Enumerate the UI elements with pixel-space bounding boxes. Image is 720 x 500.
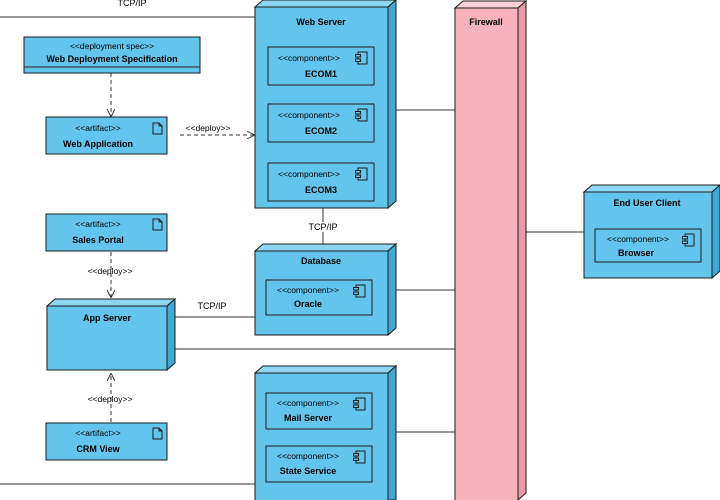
web-deployment-spec[interactable]: <<deployment spec>> Web Deployment Speci… <box>23 36 201 74</box>
component-stereotype: <<component>> <box>277 451 339 461</box>
end-user-client-title: End User Client <box>613 198 680 208</box>
component-name: ECOM3 <box>305 185 337 195</box>
artifact-name: Sales Portal <box>72 235 124 245</box>
app-server-title: App Server <box>83 313 132 323</box>
deploy-label-webapp: <<deploy>> <box>186 123 231 133</box>
component-ecom1[interactable]: <<component>> ECOM1 <box>267 46 375 86</box>
component-stereotype: <<component>> <box>278 53 340 63</box>
component-ecom3[interactable]: <<component>> ECOM3 <box>267 162 375 202</box>
mail-service-node[interactable]: <<component>> Mail Server <<component>> … <box>253 364 398 500</box>
component-stereotype: <<component>> <box>607 234 669 244</box>
web-server-node[interactable]: Web Server <<component>> ECOM1 <<compone… <box>253 0 397 210</box>
tcpip-label-app-db: TCP/IP <box>197 301 226 311</box>
deploy-label-crm-view: <<deploy>> <box>88 394 133 404</box>
component-ecom2[interactable]: <<component>> ECOM2 <box>267 103 375 143</box>
component-name: State Service <box>280 466 337 476</box>
dependency-arrows <box>111 73 254 422</box>
artifact-crm-view[interactable]: <<artifact>> CRM View <box>45 422 168 461</box>
artifact-stereotype: <<artifact>> <box>75 428 120 438</box>
database-title: Database <box>301 256 341 266</box>
firewall-title: Firewall <box>469 17 503 27</box>
component-name: Mail Server <box>284 413 333 423</box>
artifact-name: Web Application <box>63 139 133 149</box>
artifact-stereotype: <<artifact>> <box>75 123 120 133</box>
artifact-sales-portal[interactable]: <<artifact>> Sales Portal <box>45 213 168 252</box>
component-stereotype: <<component>> <box>277 285 339 295</box>
database-node[interactable]: Database <<component>> Oracle <box>253 242 398 337</box>
web-server-title: Web Server <box>296 17 346 27</box>
component-name: ECOM2 <box>305 126 337 136</box>
artifact-name: CRM View <box>76 444 120 454</box>
tcpip-label-web-db: TCP/IP <box>308 222 337 232</box>
connection-lines <box>0 16 584 485</box>
artifact-stereotype: <<artifact>> <box>75 219 120 229</box>
component-stereotype: <<component>> <box>278 110 340 120</box>
component-name: Browser <box>618 248 655 258</box>
artifact-web-application[interactable]: <<artifact>> Web Application <box>45 116 168 155</box>
app-server-node[interactable]: App Server <box>45 297 177 372</box>
component-browser[interactable]: <<component>> Browser <box>594 228 702 263</box>
end-user-client-node[interactable]: End User Client <<component>> Browser <box>582 184 720 280</box>
component-stereotype: <<component>> <box>277 398 339 408</box>
tcpip-label-top: TCP/IP <box>117 0 146 8</box>
firewall-node[interactable]: Firewall <box>453 0 528 500</box>
component-oracle[interactable]: <<component>> Oracle <box>265 279 373 316</box>
spec-stereotype: <<deployment spec>> <box>70 41 154 51</box>
deploy-label-sales-portal: <<deploy>> <box>88 266 133 276</box>
component-stereotype: <<component>> <box>278 169 340 179</box>
component-name: Oracle <box>294 299 322 309</box>
component-mail-server[interactable]: <<component>> Mail Server <box>265 392 373 430</box>
spec-name: Web Deployment Specification <box>46 54 177 64</box>
component-name: ECOM1 <box>305 69 337 79</box>
component-state-service[interactable]: <<component>> State Service <box>265 445 373 483</box>
